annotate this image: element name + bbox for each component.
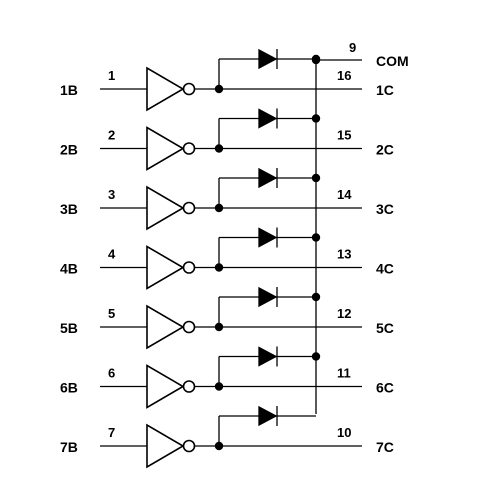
input-pin-number: 2: [108, 128, 115, 143]
channel-6: 6B 6 11 6C: [60, 346, 394, 409]
inverter-bubble: [182, 380, 196, 393]
bus-junction-dot: [311, 292, 321, 302]
input-pin-number: 7: [108, 425, 115, 440]
channel-7: 7B 7 10 7C: [60, 405, 394, 469]
inverter-bubble: [182, 82, 196, 96]
channel-1: 1B 1 16 1C: [60, 48, 394, 112]
bus-junction-dot: [311, 114, 321, 123]
output-pin-number: 16: [337, 68, 351, 83]
channel-3: 3B 3 14 3C: [60, 167, 394, 231]
bus-junction-dot: [311, 352, 321, 361]
inverter-triangle: [146, 423, 185, 469]
bus-junction-dot: [311, 173, 321, 183]
inverter-triangle: [146, 245, 185, 290]
inverter-triangle: [146, 66, 185, 112]
channel-5: 5B 5 12 5C: [60, 286, 394, 350]
output-pin-number: 15: [337, 128, 351, 143]
output-label: 7C: [376, 439, 394, 455]
diode-icon: [258, 48, 278, 70]
input-pin-number: 6: [108, 366, 115, 381]
inverter-triangle: [146, 185, 185, 231]
inverter-triangle: [146, 364, 185, 409]
com-label: COM: [376, 53, 409, 69]
diode-icon: [258, 227, 278, 248]
input-label: 6B: [60, 380, 78, 396]
output-pin-number: 10: [337, 425, 351, 440]
diode-icon: [258, 286, 278, 308]
com-bus: 9 COM: [311, 40, 409, 414]
input-pin-number: 5: [108, 306, 115, 321]
inverter-bubble: [182, 320, 196, 334]
output-pin-number: 13: [337, 247, 351, 262]
input-pin-number: 4: [108, 247, 116, 262]
input-pin-number: 1: [108, 68, 115, 83]
com-pin-number: 9: [349, 40, 356, 55]
diode-icon: [258, 108, 278, 129]
input-label: 5B: [60, 320, 78, 336]
output-label: 1C: [376, 82, 394, 98]
channel-group: 1B 1 16 1C 2B 2 15 2C 3B 3 14 3C 4B 4 13 4C 5B 5 12 5C 6B 6 11…: [60, 48, 394, 469]
output-pin-number: 11: [337, 366, 351, 381]
inverter-triangle: [146, 304, 185, 350]
bus-junction-dot: [311, 54, 321, 64]
channel-2: 2B 2 15 2C: [60, 108, 394, 171]
output-pin-number: 12: [337, 306, 351, 321]
output-label: 4C: [376, 261, 394, 277]
inverter-bubble: [182, 201, 196, 215]
input-label: 2B: [60, 142, 78, 158]
diode-icon: [258, 405, 278, 427]
output-label: 2C: [376, 142, 394, 158]
input-label: 3B: [60, 201, 78, 217]
output-label: 5C: [376, 320, 394, 336]
diode-icon: [258, 167, 278, 189]
input-label: 7B: [60, 439, 78, 455]
inverter-bubble: [182, 439, 196, 453]
diode-icon: [258, 346, 278, 367]
inverter-bubble: [182, 142, 196, 155]
input-pin-number: 3: [108, 187, 115, 202]
inverter-triangle: [146, 126, 185, 171]
inverter-bubble: [182, 261, 196, 274]
input-label: 4B: [60, 261, 78, 277]
output-label: 6C: [376, 380, 394, 396]
output-label: 3C: [376, 201, 394, 217]
bus-junction-dot: [311, 233, 321, 242]
channel-4: 4B 4 13 4C: [60, 227, 394, 290]
input-label: 1B: [60, 82, 78, 98]
output-pin-number: 14: [337, 187, 352, 202]
